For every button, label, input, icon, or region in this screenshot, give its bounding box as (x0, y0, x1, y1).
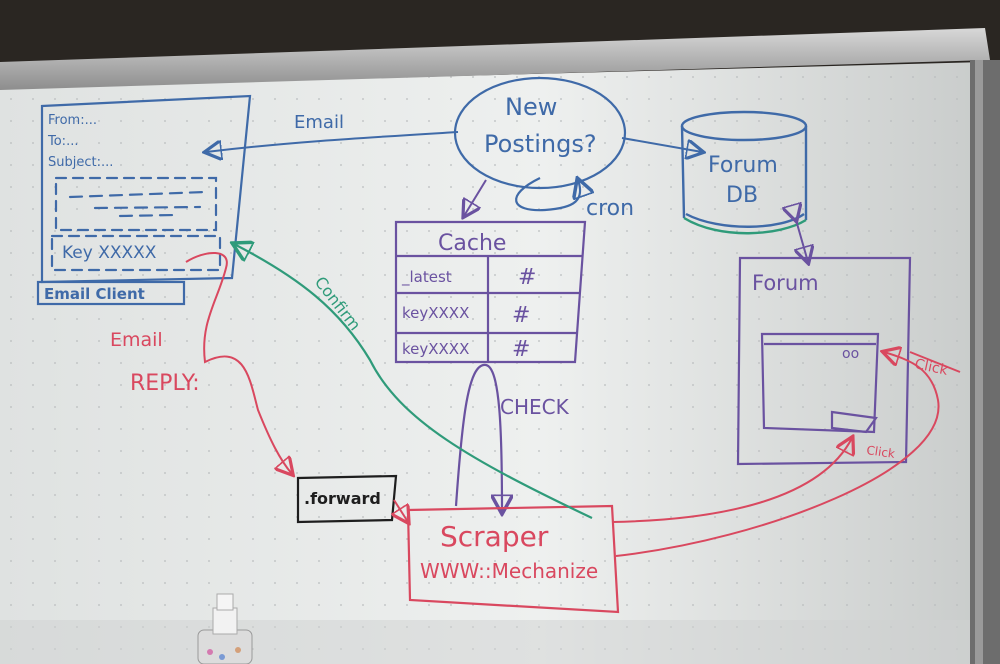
scraper-click-arrow-1 (611, 438, 852, 523)
board-rail (0, 28, 990, 90)
email-client-box (36, 94, 252, 306)
forum-title: Forum (752, 271, 819, 295)
cache-row-value: # (512, 337, 530, 362)
forward-label: .forward (304, 489, 381, 508)
click-label-2: Click (866, 443, 896, 461)
postings-to-cache-arrow (464, 179, 487, 216)
scraper-line2: WWW::Mechanize (420, 559, 598, 583)
email-client-label: Email Client (44, 285, 145, 303)
check-label: CHECK (500, 395, 570, 419)
email-reply-line2: REPLY: (130, 371, 200, 396)
confirm-arrow (234, 244, 593, 519)
email-arrow (206, 131, 459, 152)
check-arrow (454, 363, 502, 512)
email-reply-arrow (185, 251, 292, 474)
cache-row-value: # (512, 303, 530, 328)
scraper-line1: Scraper (440, 520, 549, 553)
postings-to-db-arrow (621, 137, 702, 152)
cache-row-value: # (518, 265, 536, 290)
forum-db-line2: DB (726, 183, 758, 208)
email-from-field: From:... (48, 113, 97, 128)
scraper-click-arrow-2 (615, 352, 940, 557)
cache-title: Cache (438, 231, 506, 256)
new-postings-line1: New (505, 93, 557, 121)
cron-label: cron (586, 196, 634, 221)
email-arrow-label: Email (294, 112, 344, 133)
click-label-1: Click (913, 356, 950, 379)
forum-box (736, 256, 912, 466)
cron-loop-arrow (515, 178, 580, 212)
db-forum-link (796, 220, 808, 262)
new-postings-line2: Postings? (484, 130, 597, 158)
forward-to-scraper-arrow (394, 499, 408, 522)
spray-bottle-image (197, 593, 253, 664)
email-key-line: Key XXXXX (62, 243, 157, 263)
cache-row-key: keyXXXX (402, 304, 469, 322)
forum-window-buttons: oo (842, 346, 859, 362)
scraper-box (406, 504, 620, 614)
email-to-field: To:... (47, 134, 78, 149)
forum-db-line1: Forum (708, 153, 778, 178)
email-reply-line1: Email (110, 329, 163, 351)
email-subject-field: Subject:... (48, 155, 113, 170)
cache-row-key: keyXXXX (402, 340, 469, 358)
cache-row-key: _latest (401, 268, 452, 287)
cache-table (394, 220, 587, 364)
